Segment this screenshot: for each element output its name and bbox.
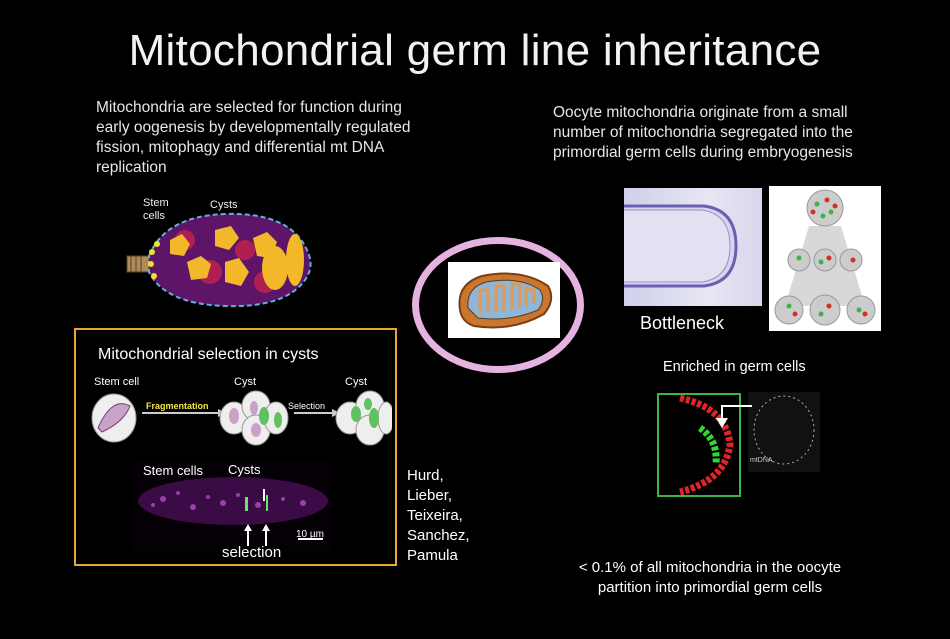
microscopy-drawing bbox=[138, 477, 328, 540]
selection-arrows-icon bbox=[244, 524, 270, 546]
stem-cell-label: Stem cell bbox=[94, 376, 140, 388]
authors-list: Hurd, Lieber, Teixeira, Sanchez, Pamula bbox=[407, 466, 470, 566]
author-3: Teixeira, bbox=[407, 507, 463, 524]
selection-label: selection bbox=[222, 544, 282, 561]
ovary-diagram bbox=[126, 212, 312, 308]
enriched-label: Enriched in germ cells bbox=[663, 359, 806, 375]
germ-cell-images: mtDNA bbox=[657, 392, 820, 497]
stem-cells-label: Stem cells bbox=[143, 197, 169, 222]
mitochondrion-icon bbox=[458, 272, 553, 329]
mtdna-label: mtDNA bbox=[750, 457, 773, 464]
cysts-label: Cysts bbox=[210, 199, 238, 211]
slide-title: Mitochondrial germ line inheritance bbox=[128, 26, 822, 75]
cyst-selection-box bbox=[74, 328, 397, 566]
scale-bar-label: 10 µm bbox=[296, 529, 324, 540]
footnote: < 0.1% of all mitochondria in the oocyte… bbox=[578, 559, 842, 596]
bottleneck-drawing bbox=[774, 189, 876, 326]
author-2: Lieber, bbox=[407, 487, 453, 504]
right-paragraph: Oocyte mitochondria originate from a sma… bbox=[553, 104, 853, 161]
author-1: Hurd, bbox=[407, 467, 444, 484]
embryo-drawing bbox=[624, 204, 738, 288]
author-5: Pamula bbox=[407, 547, 458, 564]
bottleneck-label: Bottleneck bbox=[640, 313, 725, 333]
mitochondrion-oval bbox=[412, 237, 584, 373]
cyst-box-title: Mitochondrial selection in cysts bbox=[98, 346, 319, 363]
fragmentation-label: Fragmentation bbox=[146, 401, 209, 411]
cyst-label-2: Cyst bbox=[345, 376, 367, 388]
cyst-label-1: Cyst bbox=[234, 376, 256, 388]
author-4: Sanchez, bbox=[407, 527, 470, 544]
left-paragraph: Mitochondria are selected for function d… bbox=[96, 99, 411, 176]
micro-stem-cells-label: Stem cells bbox=[143, 463, 203, 478]
micro-cysts-label: Cysts bbox=[228, 462, 261, 477]
selection-diagram-drawing: Fragmentation Selection bbox=[91, 390, 392, 446]
selection-arrow-label: Selection bbox=[288, 401, 325, 411]
